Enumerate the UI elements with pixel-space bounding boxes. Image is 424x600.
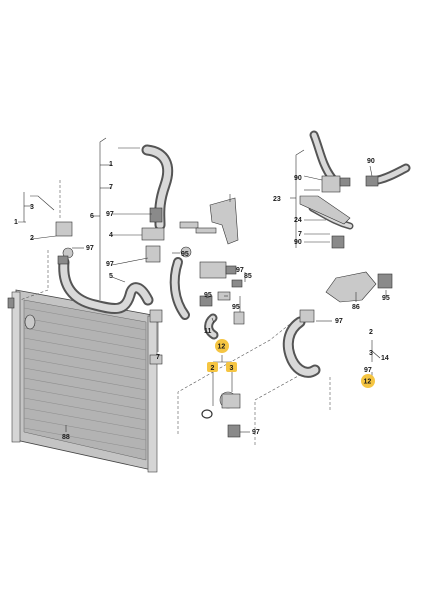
label-90a: 90 [367,158,375,165]
label-97b: 97 [106,261,114,268]
label-97a: 97 [106,211,114,218]
label-12b: 12 [364,379,372,386]
label-95c: 95 [232,304,240,311]
label-88: 88 [62,434,70,441]
label-95a: 95 [181,251,189,258]
label-90b: 90 [294,175,302,182]
highlight-12-right [361,374,375,388]
dashed-guides [19,180,331,445]
label-7a: 7 [109,184,113,191]
label-24: 24 [294,217,302,224]
label-7c: 7 [298,231,302,238]
label-5: 5 [109,273,113,280]
label-7b: 7 [156,354,160,361]
label-2b: 2 [369,329,373,336]
label-3b: 3 [369,350,373,357]
highlight-2-center [207,362,218,372]
label-97c: 97 [86,245,94,252]
fittings [55,175,393,438]
label-12a: 12 [218,344,226,351]
label-95b: 95 [204,292,212,299]
label-4: 4 [109,232,113,239]
label-97g: 97 [364,367,372,374]
label-95d: 95 [382,295,390,302]
label-97f: 97 [335,318,343,325]
label-97d: 97 [236,267,244,274]
label-2a: 2 [30,235,34,242]
label-6: 6 [90,213,94,220]
label-86: 86 [352,304,360,311]
leader-lines [18,137,387,433]
label-1a: 1 [109,161,113,168]
radiator [7,289,163,473]
label-85: 85 [244,273,252,280]
highlight-12-center [215,339,229,353]
label-90c: 90 [294,239,302,246]
label-11: 11 [204,328,212,335]
label-14: 14 [381,355,389,362]
highlight-3-center [226,362,237,372]
label-2c: 2 [211,365,215,372]
label-3c: 3 [230,365,234,372]
label-3a: 3 [30,204,34,211]
label-1b: 1 [14,219,18,226]
label-97e: 97 [252,429,260,436]
reference-labels: 1 7 6 97 4 97 5 3 1 2 97 95 97 85 95 95 … [14,158,390,441]
label-23: 23 [273,196,281,203]
